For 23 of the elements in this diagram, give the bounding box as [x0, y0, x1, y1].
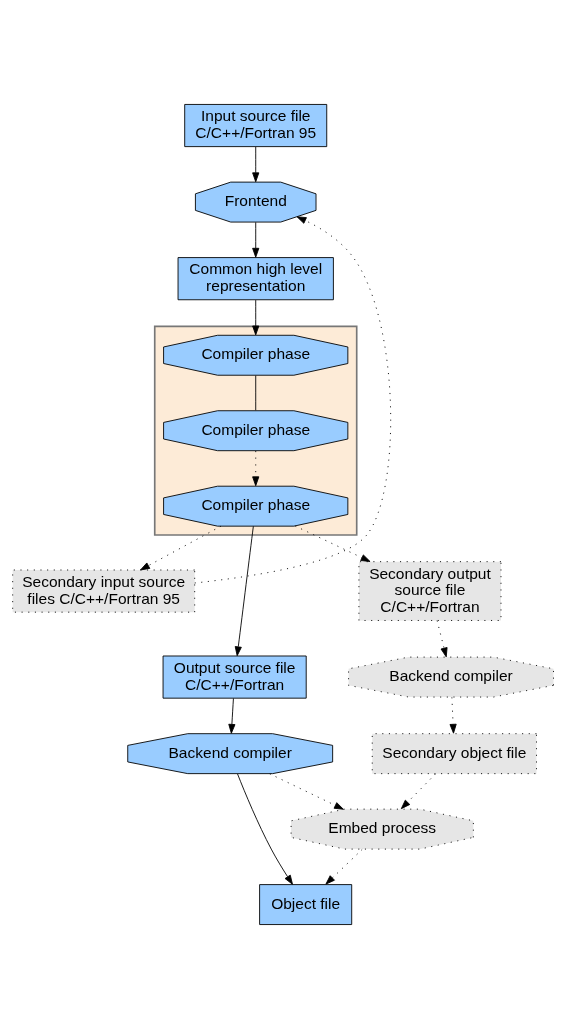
arrow — [400, 773, 436, 810]
arrow — [228, 698, 236, 734]
arrow — [294, 525, 371, 562]
arrow — [252, 221, 260, 258]
arrow — [436, 620, 448, 658]
node-box: Output source file C/C++/Fortran — [162, 655, 307, 699]
node-box: Common high level representation — [177, 257, 334, 301]
arrow — [449, 696, 457, 734]
arrow — [252, 146, 260, 183]
connector — [255, 375, 257, 411]
arrow — [140, 525, 222, 571]
node-box: Secondary input source files C/C++/Fortran 95 — [12, 569, 196, 613]
arrow — [194, 216, 391, 584]
arrow — [269, 773, 344, 810]
arrow — [325, 849, 363, 885]
node-box: Secondary output source file C/C++/Fortran — [358, 561, 502, 621]
node-box: Input source file C/C++/Fortran 95 — [184, 104, 328, 148]
arrow — [252, 299, 260, 336]
arrow — [252, 450, 260, 487]
node-box: Secondary object file — [371, 733, 537, 775]
node-box: Object file — [259, 884, 353, 925]
arrow — [234, 525, 254, 657]
arrow — [237, 773, 293, 885]
